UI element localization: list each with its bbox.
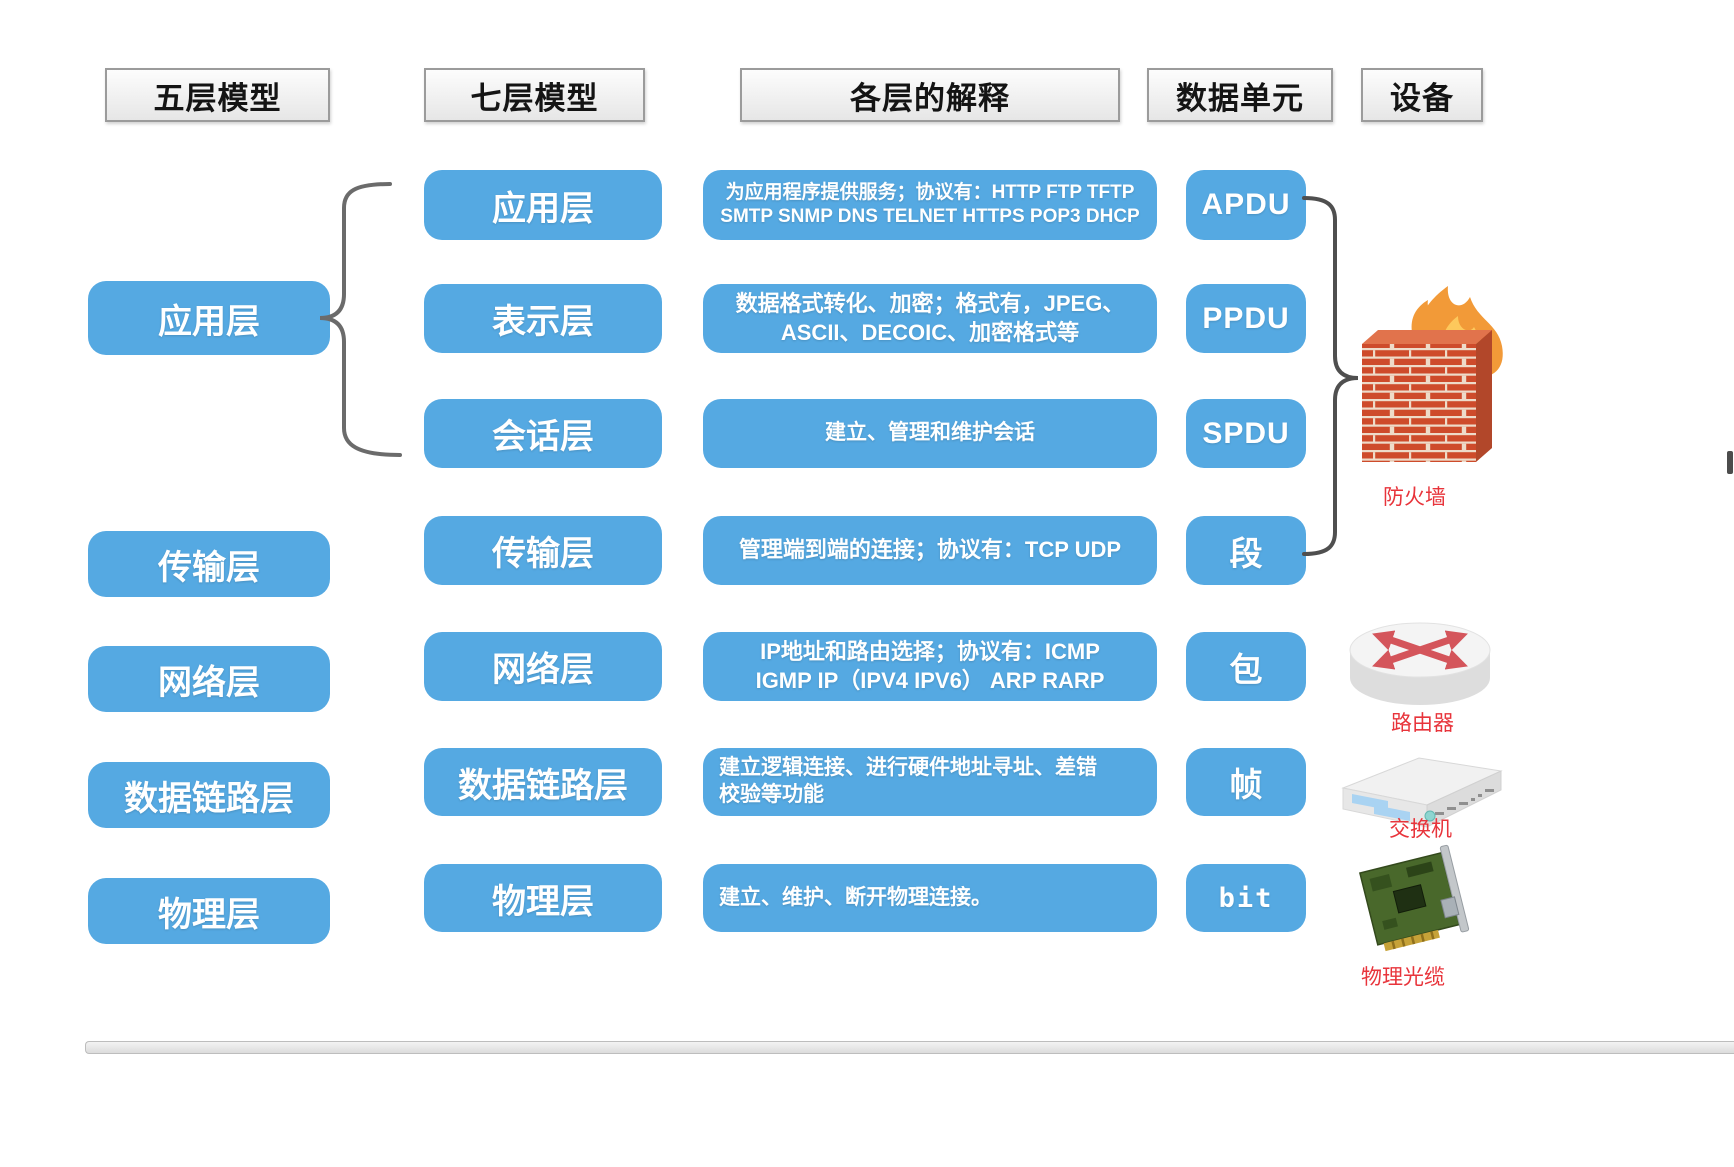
seven-layer-box-session: 会话层 [424,399,662,468]
explanation-box-network: IP地址和路由选择；协议有：ICMP IGMP IP（IPV4 IPV6） AR… [703,632,1157,701]
explanation-box-physical: 建立、维护、断开物理连接。 [703,864,1157,932]
explanation-box-data-link: 建立逻辑连接、进行硬件地址寻址、差错 校验等功能 [703,748,1157,816]
device-label-firewall: 防火墙 [1383,486,1446,509]
explanation-line: IGMP IP（IPV4 IPV6） ARP RARP [755,667,1105,693]
seven-layer-box-presentation: 表示层 [424,284,662,353]
explanation-line: 为应用程序提供服务；协议有：HTTP FTP TFTP [725,181,1135,203]
header-layer-explanation: 各层的解释 [740,68,1120,122]
device-label-router: 路由器 [1391,712,1454,735]
network-card-icon [1358,844,1470,952]
switch-icon [1341,757,1503,828]
data-unit-frame: 帧 [1186,748,1306,816]
explanation-box-presentation: 数据格式转化、加密；格式有，JPEG、 ASCII、DECOIC、加密格式等 [703,284,1157,353]
router-icon [1349,622,1491,705]
explanation-line: 建立、管理和维护会话 [825,421,1035,445]
explanation-line: 校验等功能 [719,783,824,806]
data-unit-apdu: APDU [1186,170,1306,240]
seven-layer-box-application: 应用层 [424,170,662,240]
explanation-box-transport: 管理端到端的连接；协议有：TCP UDP [703,516,1157,585]
device-label-switch: 交换机 [1389,818,1452,841]
data-unit-segment: 段 [1186,516,1306,585]
right-brace [1302,196,1359,556]
five-layer-box-physical: 物理层 [88,878,330,944]
explanation-box-session: 建立、管理和维护会话 [703,399,1157,468]
seven-layer-box-physical: 物理层 [424,864,662,932]
data-unit-bit: bit [1186,864,1306,932]
data-unit-packet: 包 [1186,632,1306,701]
device-label-physical-cable: 物理光缆 [1361,966,1445,989]
five-layer-box-transport: 传输层 [88,531,330,597]
header-seven-layer-model: 七层模型 [424,68,645,122]
data-unit-ppdu: PPDU [1186,284,1306,353]
five-layer-box-application: 应用层 [88,281,330,355]
five-layer-box-network: 网络层 [88,646,330,712]
seven-layer-box-network: 网络层 [424,632,662,701]
explanation-line: IP地址和路由选择；协议有：ICMP [760,639,1100,665]
firewall-icon [1362,286,1503,462]
header-device: 设备 [1361,68,1483,122]
explanation-line: 建立逻辑连接、进行硬件地址寻址、差错 [719,756,1097,780]
bottom-divider-bar [85,1041,1734,1054]
explanation-box-application: 为应用程序提供服务；协议有：HTTP FTP TFTP SMTP SNMP DN… [703,170,1157,240]
explanation-line: 数据格式转化、加密；格式有，JPEG、 [735,291,1125,317]
clipped-edge-artifact [1727,451,1733,474]
explanation-line: SMTP SNMP DNS TELNET HTTPS POP3 DHCP [720,206,1140,227]
seven-layer-box-transport: 传输层 [424,516,662,585]
header-data-unit: 数据单元 [1147,68,1333,122]
explanation-line: 建立、维护、断开物理连接。 [719,885,992,909]
left-brace [319,182,402,457]
data-unit-spdu: SPDU [1186,399,1306,468]
five-layer-box-data-link: 数据链路层 [88,762,330,828]
seven-layer-box-data-link: 数据链路层 [424,748,662,816]
header-five-layer-model: 五层模型 [105,68,330,122]
explanation-line: ASCII、DECOIC、加密格式等 [780,319,1080,345]
explanation-line: 管理端到端的连接；协议有：TCP UDP [738,537,1122,563]
